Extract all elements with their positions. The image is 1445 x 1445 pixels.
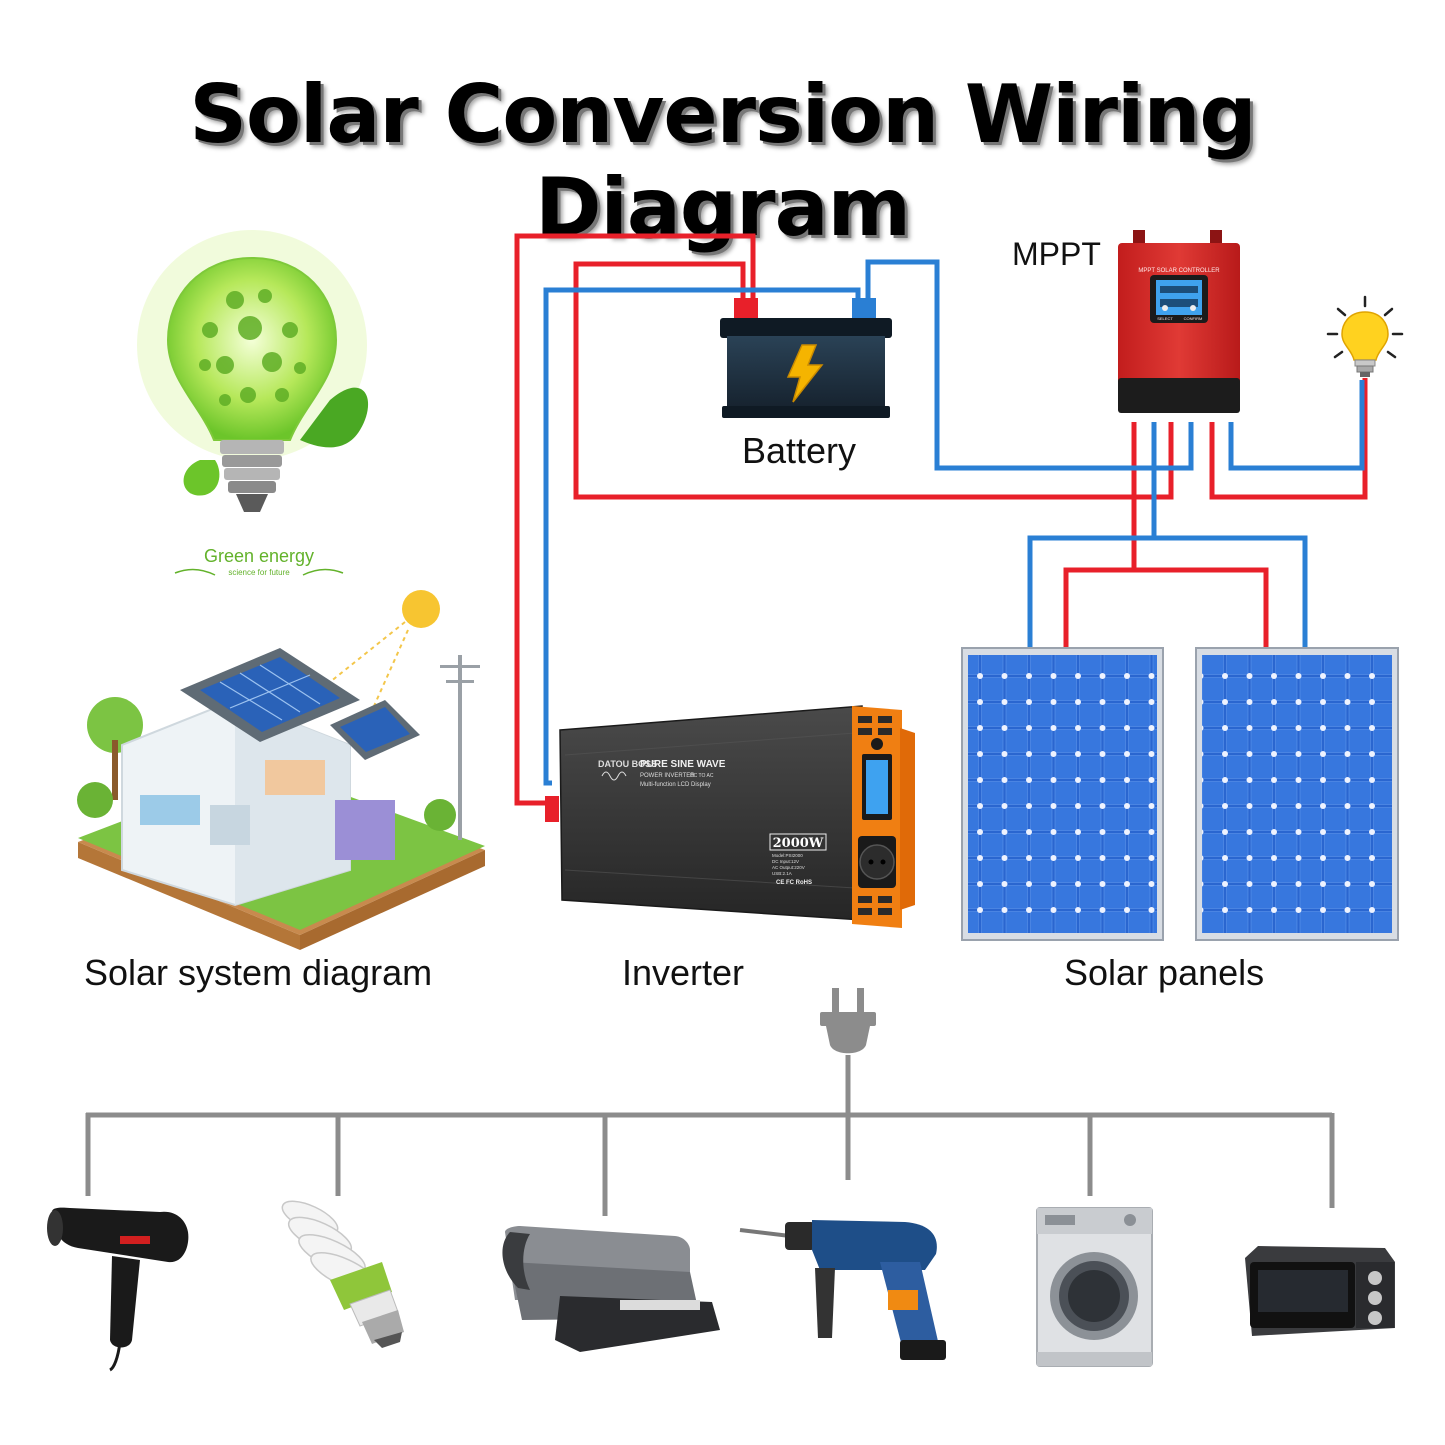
svg-text:DC TO AC: DC TO AC [690, 773, 714, 779]
mppt-controller: MPPT SOLAR CONTROLLER SELECT CONFIRM [1118, 230, 1240, 413]
controller-header: MPPT SOLAR CONTROLLER [1138, 268, 1220, 274]
svg-text:Multi-function LCD Display: Multi-function LCD Display [640, 782, 711, 788]
green-energy-bulb-icon: Green energy science for future [137, 230, 369, 577]
battery [720, 298, 892, 418]
green-energy-tagline: science for future [228, 568, 290, 577]
positive-wires [514, 233, 1368, 806]
svg-text:POWER INVERTER: POWER INVERTER [640, 773, 695, 779]
svg-text:CE FC RoHS: CE FC RoHS [776, 880, 812, 886]
inverter-brand: DATOU BOSS [598, 759, 657, 769]
lightning-icon [786, 344, 824, 403]
page-title: Solar Conversion Wiring Diagram [189, 68, 1256, 254]
green-energy-title: Green energy [204, 546, 314, 566]
select-button [1162, 305, 1168, 311]
inverter-line1: PURE SINE WAVE [640, 759, 726, 770]
negative-wires [543, 259, 1365, 786]
solar-house-illustration [77, 590, 485, 950]
svg-text:Model:PSI2000: Model:PSI2000 [772, 853, 803, 858]
confirm-button [1190, 305, 1196, 311]
cfl-bulb-icon [281, 1200, 404, 1348]
ac-wires [85, 1055, 1335, 1216]
solar-panel-left [961, 647, 1164, 941]
sun-icon [402, 590, 440, 628]
inverter-label: Inverter [622, 952, 745, 993]
plug-icon [820, 988, 876, 1054]
power-switch-icon [871, 738, 883, 750]
svg-text:SELECT: SELECT [1157, 316, 1173, 321]
solar-panel-right [1195, 647, 1399, 941]
svg-text:AC Output:220V: AC Output:220V [772, 865, 805, 870]
lightbulb-icon [1326, 295, 1404, 377]
system-label: Solar system diagram [84, 952, 433, 993]
mppt-label: MPPT [1012, 236, 1101, 272]
power-drill-icon [739, 1220, 946, 1360]
hair-dryer-icon [47, 1207, 189, 1372]
panels-label: Solar panels [1064, 952, 1265, 993]
svg-text:USB:2.1A: USB:2.1A [772, 871, 792, 876]
inverter-power-rating: 2000W [773, 836, 824, 851]
inverter: DATOU BOSS PURE SINE WAVE POWER INVERTER… [545, 705, 915, 928]
svg-text:CONFIRM: CONFIRM [1184, 316, 1203, 321]
svg-text:DC Input:12V: DC Input:12V [772, 859, 799, 864]
inverter-lcd [866, 760, 888, 814]
toaster-oven-icon [1245, 1246, 1395, 1336]
printer-icon [502, 1226, 720, 1352]
battery-label: Battery [742, 430, 857, 471]
washing-machine-icon [1036, 1207, 1153, 1367]
